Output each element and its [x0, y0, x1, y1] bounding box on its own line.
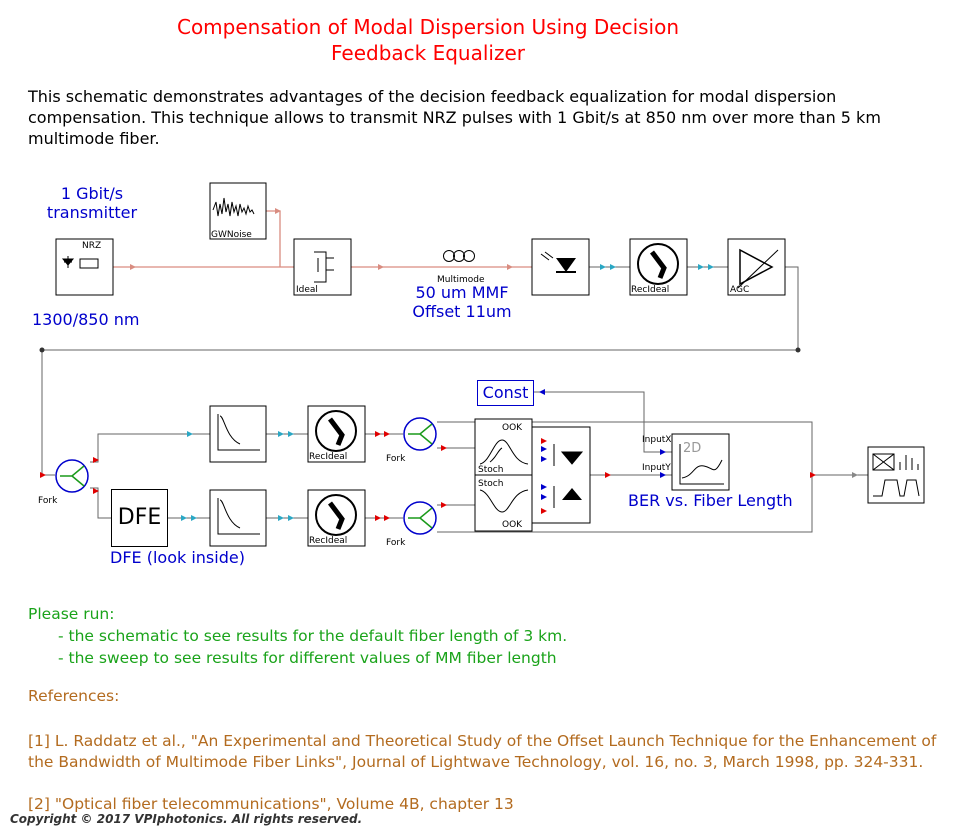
run-item-2: - the sweep to see results for different…: [58, 649, 557, 667]
stoch-top-label: Stoch: [478, 465, 503, 475]
fiber-label: 50 um MMF Offset 11um: [412, 283, 512, 321]
nrz-transmitter[interactable]: NRZ: [55, 238, 114, 296]
reference-1: [1] L. Raddatz et al., "An Experimental …: [28, 732, 937, 771]
ber-estimator-top[interactable]: OOK Stoch: [474, 418, 533, 476]
fork-mid-label: Fork: [386, 454, 406, 464]
page-title: Compensation of Modal Dispersion Using D…: [0, 14, 856, 66]
scope-module[interactable]: [867, 446, 925, 504]
description: This schematic demonstrates advantages o…: [28, 87, 881, 148]
inputy-label: InputY: [642, 463, 671, 473]
recideal-bottom[interactable]: RecIdeal: [307, 489, 366, 547]
photodiode-module[interactable]: [531, 238, 590, 296]
nrz-label: NRZ: [82, 241, 101, 251]
rec2-label: RecIdeal: [309, 452, 347, 462]
run-item-1: - the schematic to see results for the d…: [58, 627, 568, 645]
decision-block[interactable]: [531, 426, 591, 524]
gwnoise-label: GWNoise: [211, 230, 252, 240]
fork-main[interactable]: Fork: [38, 459, 89, 506]
agc-label: AGC: [730, 285, 749, 295]
multimode-label: Multimode: [437, 275, 485, 285]
fork-bottom-label: Fork: [386, 538, 406, 548]
multimode-fiber[interactable]: Multimode: [437, 250, 485, 286]
ook-top-label: OOK: [502, 423, 523, 433]
references-heading: References:: [28, 687, 120, 705]
dfe-note-label: DFE (look inside): [110, 548, 245, 567]
ideal-label: Ideal: [296, 285, 318, 295]
recideal-mid[interactable]: RecIdeal: [307, 405, 366, 463]
ideal-coupler[interactable]: Ideal: [293, 238, 352, 296]
transmitter-label: 1 Gbit/s transmitter: [46, 184, 138, 222]
fork-main-label: Fork: [38, 496, 58, 506]
filter-top[interactable]: [209, 405, 267, 463]
ber-estimator-bottom[interactable]: Stoch OOK: [474, 474, 533, 532]
fork-mid[interactable]: Fork: [386, 417, 437, 464]
ber-label: BER vs. Fiber Length: [628, 491, 793, 510]
stoch-bottom-label: Stoch: [478, 479, 503, 489]
plot-2d-module[interactable]: 2D InputX InputY: [642, 433, 730, 491]
title-line-1: Compensation of Modal Dispersion Using D…: [176, 15, 680, 39]
agc-module[interactable]: AGC: [727, 238, 786, 296]
copyright: Copyright © 2017 VPIphotonics. All right…: [10, 812, 363, 826]
run-heading: Please run:: [28, 605, 115, 623]
title-line-2: Feedback Equalizer: [330, 41, 525, 65]
wavelength-label: 1300/850 nm: [32, 310, 140, 329]
gwnoise-module[interactable]: GWNoise: [209, 182, 267, 240]
reference-2: [2] "Optical fiber telecommunications", …: [28, 795, 514, 813]
ook-bottom-label: OOK: [502, 520, 523, 530]
twod-label: 2D: [683, 441, 701, 456]
fork-bottom[interactable]: Fork: [386, 501, 437, 548]
rec1-label: RecIdeal: [631, 285, 669, 295]
rec3-label: RecIdeal: [309, 536, 347, 546]
recideal-top[interactable]: RecIdeal: [629, 238, 688, 296]
filter-bottom[interactable]: [209, 489, 267, 547]
run-instructions: Please run: - the schematic to see resul…: [28, 603, 567, 669]
inputx-label: InputX: [642, 435, 671, 445]
const-module[interactable]: Const: [477, 380, 534, 406]
dfe-module[interactable]: DFE: [111, 489, 168, 547]
